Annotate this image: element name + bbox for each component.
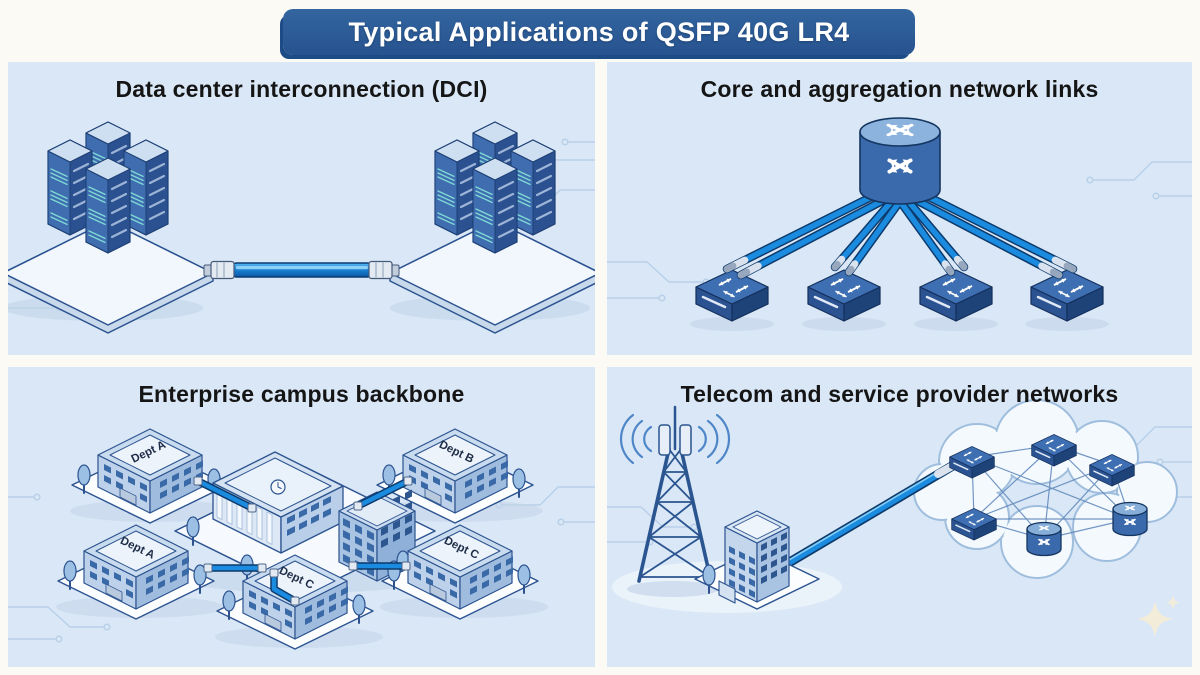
circuit-trace-decoration [607,161,1192,302]
circuit-trace-decoration [8,486,595,643]
switch-icon [696,270,768,321]
cable-connectors [729,255,1071,276]
server-rack-cluster-left [8,120,214,334]
telecom-illustration [607,399,1192,637]
switch-icon [920,270,992,321]
switch-icon [1031,270,1103,321]
sparkle-icon [1137,595,1181,637]
fiber-cables [722,190,1078,280]
radio-waves-icon [619,413,731,465]
aggregation-switches [690,270,1109,331]
backbone-cables [193,476,413,606]
cell-tower [619,405,731,597]
switch-icon [808,270,880,321]
core-aggregation-illustration [607,117,1192,331]
entrance [718,580,736,604]
cloud-router-icon [1027,523,1061,556]
panel-dci-title: Data center interconnection (DCI) [115,76,488,102]
main-title: Typical Applications of QSFP 40G LR4 [348,16,850,47]
antenna-panel [679,424,692,456]
panel-telecom: Telecom and service provider networks [607,367,1192,667]
panel-campus-title: Enterprise campus backbone [138,381,465,407]
qsfp-cable [203,260,400,280]
panel-telecom-title: Telecom and service provider networks [680,381,1119,407]
main-title-banner: Typical Applications of QSFP 40G LR4 [283,9,915,55]
qsfp-transceiver-right [368,260,400,280]
campus-illustration: Dept A Dept B Dept A Dept C Dept C [8,367,595,667]
cloud-router-icon [1113,503,1147,536]
panel-campus: Dept A Dept B Dept A Dept C Dept C Enter… [8,367,595,667]
antenna-panel [658,424,671,456]
server-rack-cluster-right [389,120,595,334]
cable-end-connectors [193,476,413,606]
office-building [694,510,820,610]
panel-core-aggregation: Core and aggregation network links [607,62,1192,355]
dci-illustration [8,120,595,334]
panel-dci: Data center interconnection (DCI) [8,62,595,355]
qsfp-transceiver-left [203,260,235,280]
core-router-icon [859,117,941,205]
panel-core-aggregation-title: Core and aggregation network links [700,76,1099,102]
